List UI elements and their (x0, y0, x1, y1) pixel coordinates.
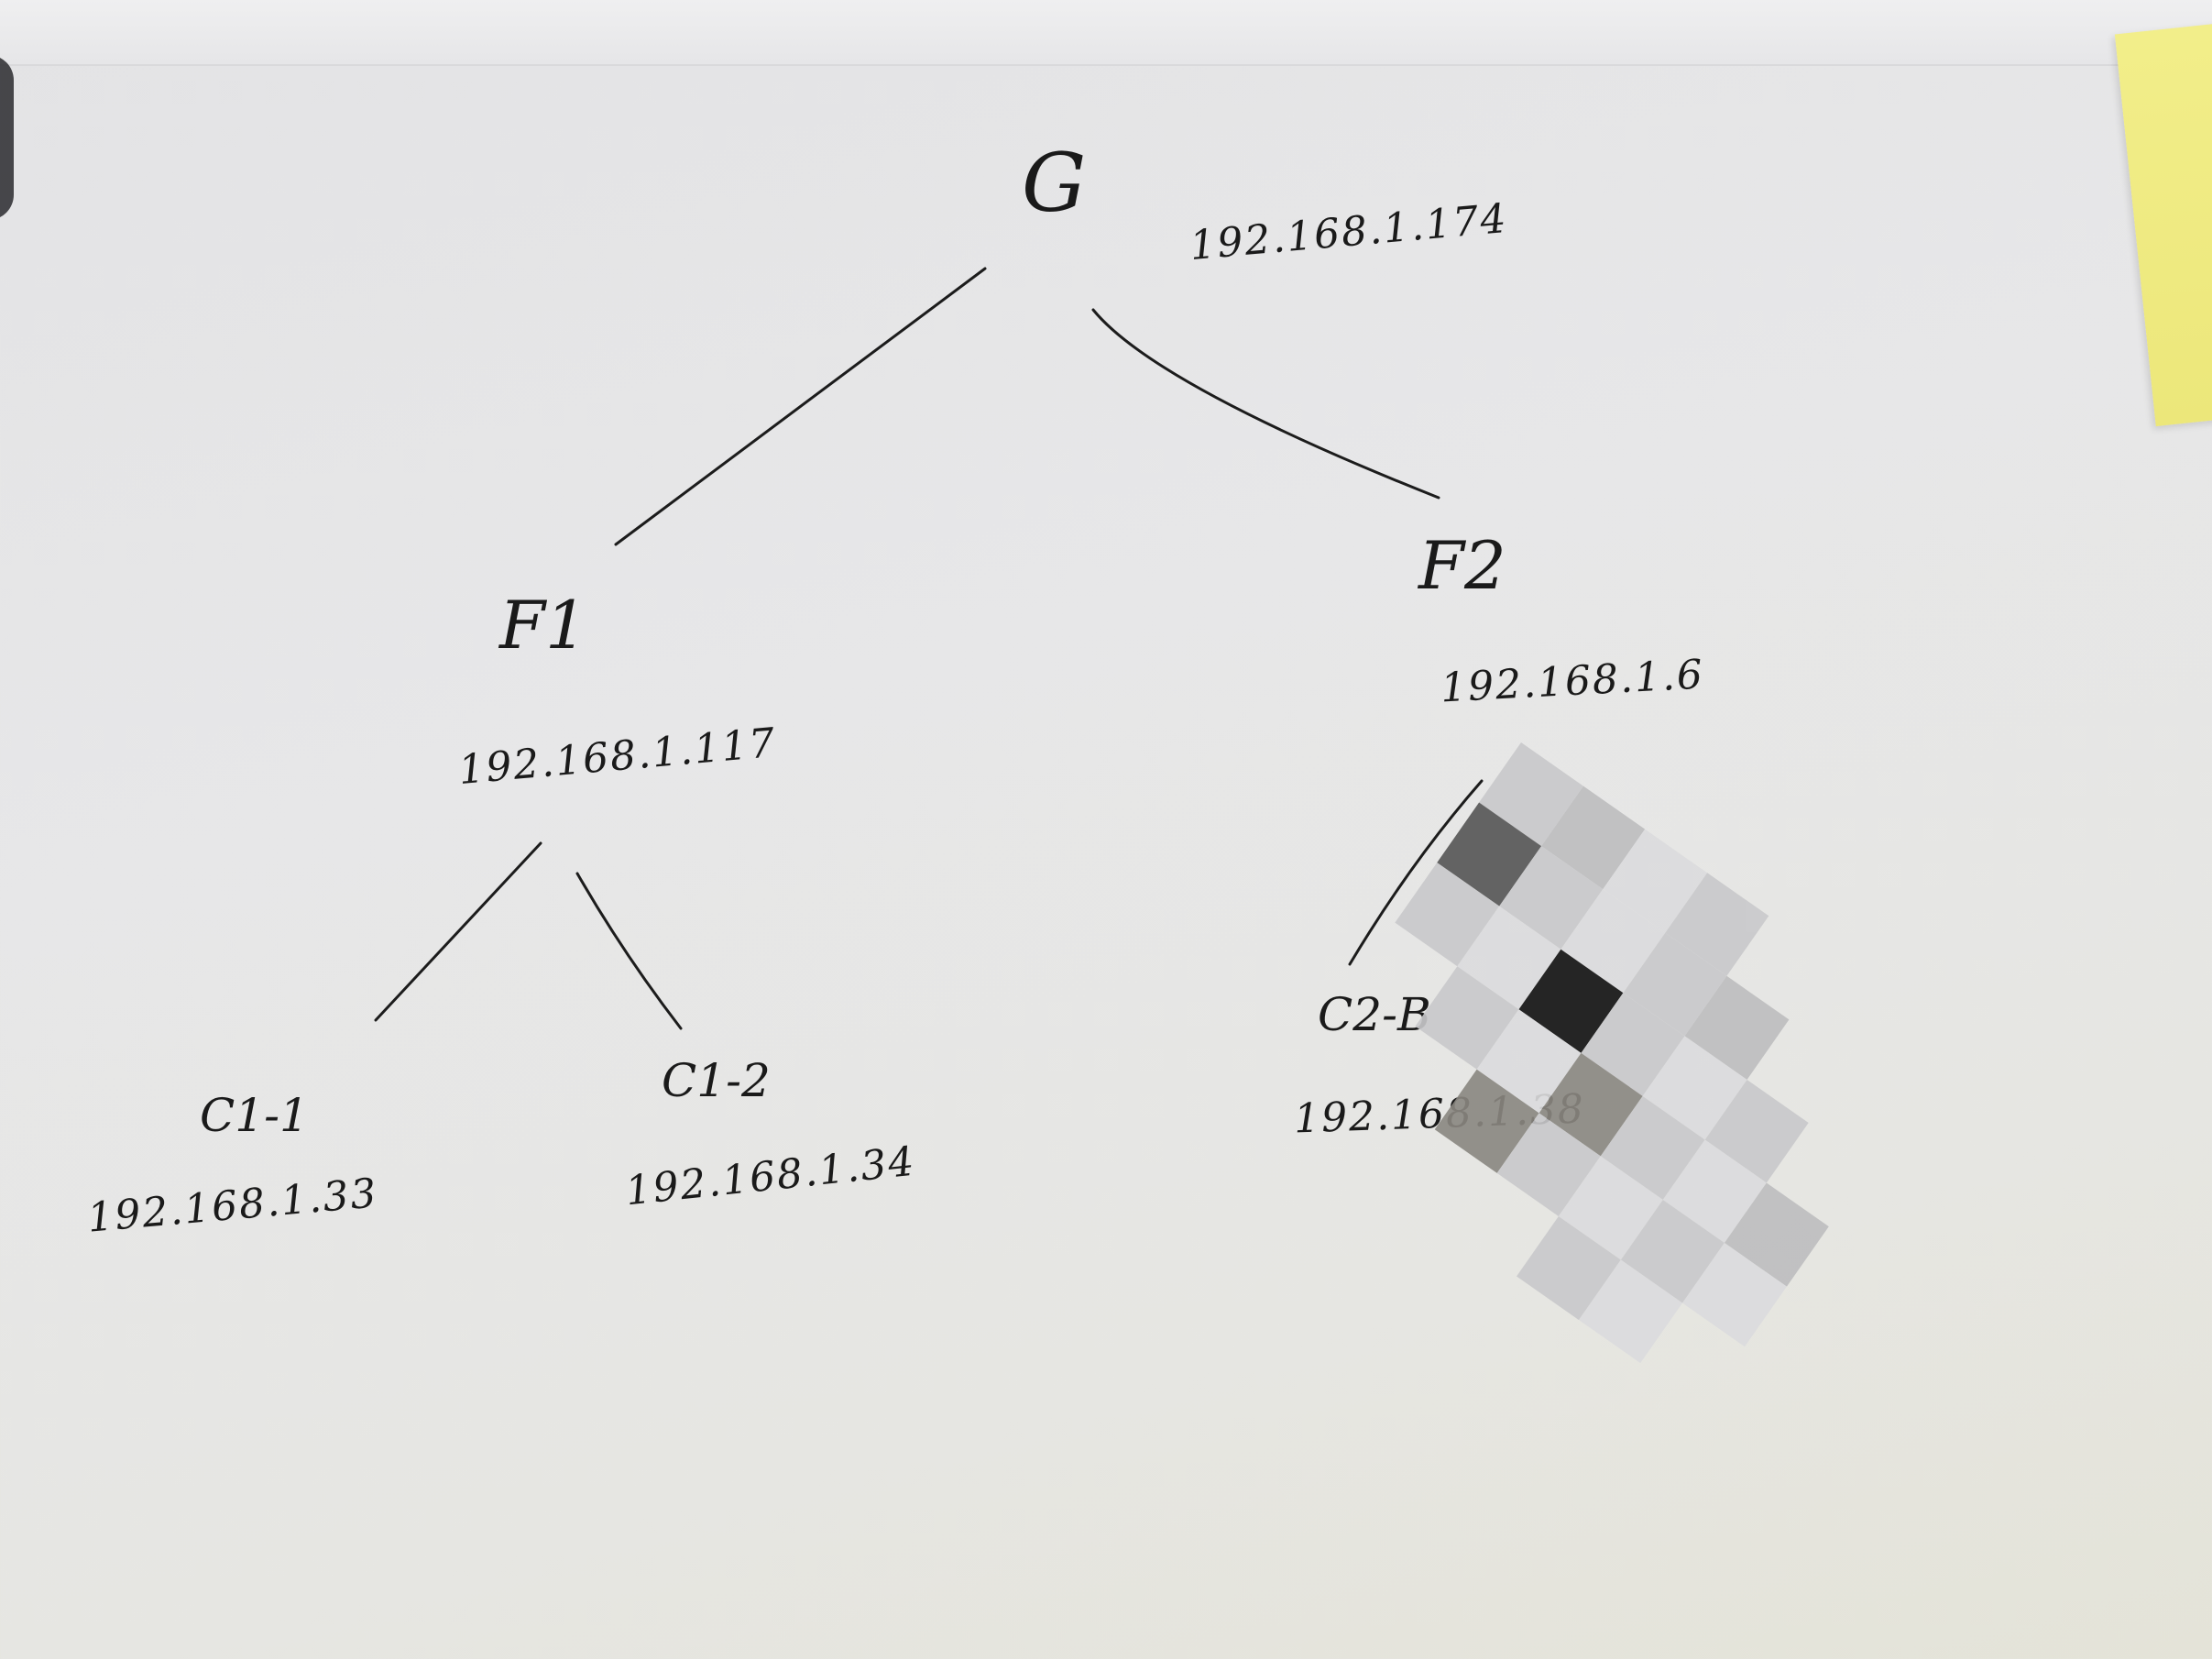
edge-g-f2 (1091, 308, 1440, 500)
node-f2-label: F2 (1418, 527, 1506, 604)
node-c1-1-label: C1-1 (200, 1089, 309, 1142)
edge-f1-c1-2 (575, 872, 683, 1030)
node-f1-label: F1 (499, 587, 587, 664)
node-c2-b-label: C2-B (1318, 988, 1431, 1041)
node-g-label: G (1022, 136, 1087, 230)
background-object (0, 55, 14, 220)
paper-top-edge (0, 0, 2212, 66)
edge-f1-c1-1 (374, 841, 542, 1022)
node-c1-2-label: C1-2 (662, 1054, 771, 1107)
edge-g-f1 (614, 267, 987, 546)
edge-f2-c2-b (1348, 779, 1484, 966)
